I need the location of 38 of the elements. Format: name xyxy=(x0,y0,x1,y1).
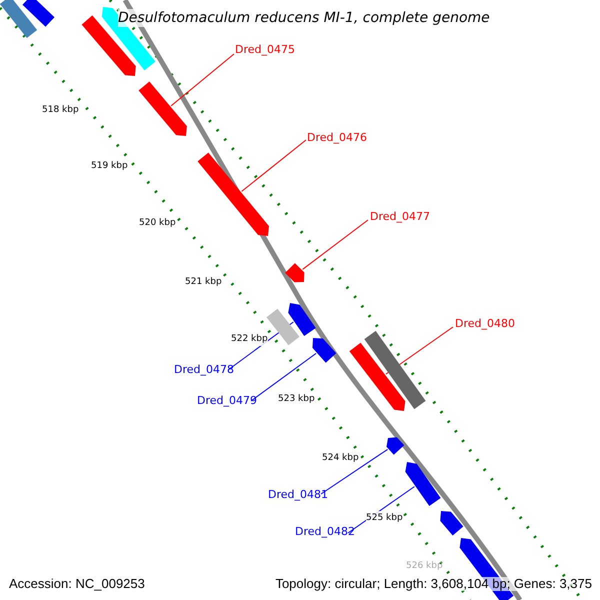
leader-line xyxy=(302,220,368,270)
tick-label: 520 kbp xyxy=(139,216,176,230)
gene-feature xyxy=(349,342,406,411)
gene-feature xyxy=(312,338,336,363)
leader-line xyxy=(250,352,317,402)
gene-label: Dred_0482 xyxy=(295,525,355,539)
tick-label: 521 kbp xyxy=(185,275,222,289)
tick-label: 525 kbp xyxy=(366,511,403,525)
tick-label: 519 kbp xyxy=(91,159,128,173)
gene-label: Dred_0479 xyxy=(197,394,257,408)
gene-label: Dred_0480 xyxy=(455,317,515,331)
gene-feature xyxy=(198,152,269,236)
leader-line xyxy=(170,54,234,106)
gene-feature xyxy=(364,330,426,410)
gene-feature xyxy=(440,511,464,536)
gene-feature xyxy=(386,437,404,455)
gene-feature xyxy=(266,308,300,346)
gene-feature xyxy=(22,0,54,27)
footer-text: Accession: NC_009253 xyxy=(9,577,145,591)
footer-text: Topology: circular; Length: 3,608,104 bp; Genes: 3,375 xyxy=(275,577,592,591)
tick-label: 522 kbp xyxy=(231,332,268,346)
tick-label: 524 kbp xyxy=(322,451,359,465)
gene-feature xyxy=(138,82,187,136)
title: Desulfotomaculum reducens MI-1, complete genome xyxy=(118,9,490,27)
tick-label: 523 kbp xyxy=(278,392,315,406)
gene-feature xyxy=(0,0,38,38)
gene-label: Dred_0476 xyxy=(307,131,367,145)
tick-label: 526 kbp xyxy=(406,559,443,573)
gene-feature xyxy=(405,462,441,506)
gene-label: Dred_0477 xyxy=(370,210,430,224)
gene-feature xyxy=(285,263,304,282)
leader-line xyxy=(241,140,306,192)
gene-label: Dred_0475 xyxy=(235,43,295,57)
tick-label: 518 kbp xyxy=(42,103,79,117)
leader-line xyxy=(320,448,388,494)
gene-label: Dred_0481 xyxy=(268,488,328,502)
gene-feature xyxy=(288,303,316,336)
gene-label: Dred_0478 xyxy=(174,363,234,377)
